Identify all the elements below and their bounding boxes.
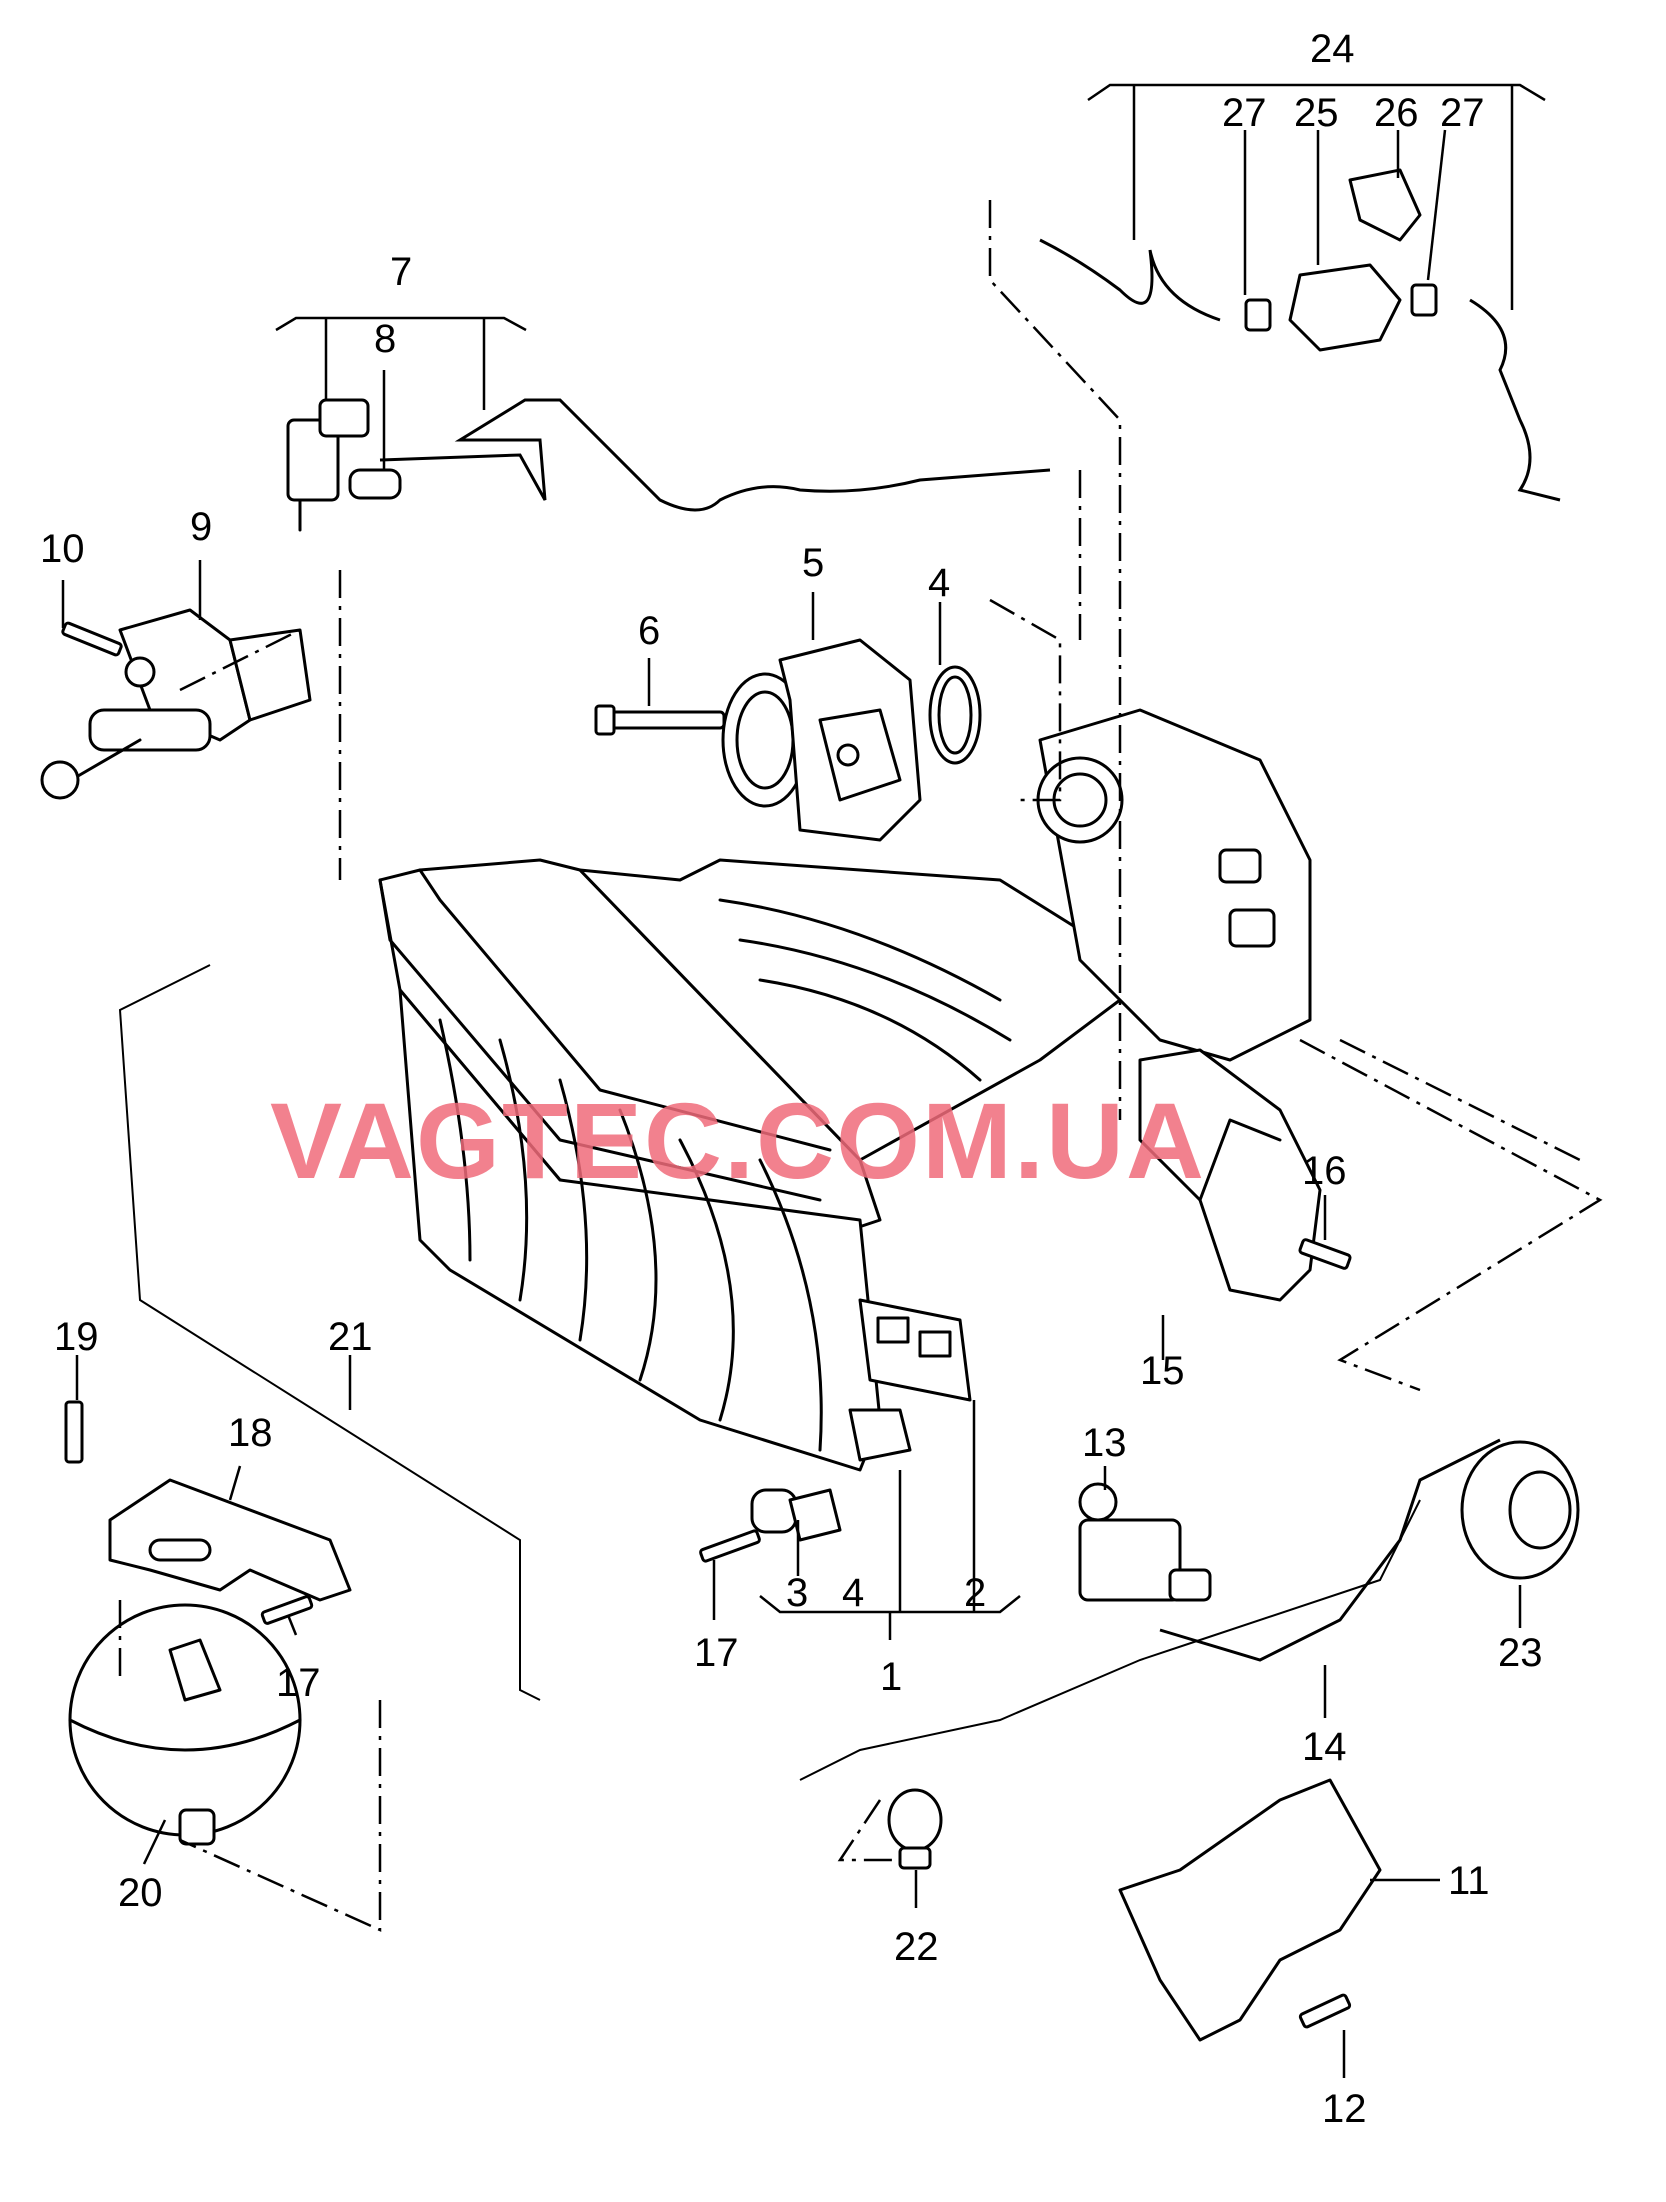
callout-24: 24 (1310, 27, 1355, 71)
watermark-text: VAGTEC.COM.UA (270, 1080, 1206, 1201)
callout-19: 19 (54, 1315, 99, 1359)
callout-6: 6 (638, 609, 660, 653)
solenoid-valve-13 (1078, 1482, 1212, 1602)
callout-3: 3 (786, 1571, 808, 1615)
callout-20: 20 (118, 1871, 163, 1915)
callout-1: 1 (880, 1655, 902, 1699)
leader-lines (61, 83, 1546, 2078)
callout-14: 14 (1302, 1725, 1347, 1769)
callout-5: 5 (802, 541, 824, 585)
callout-25: 25 (1294, 91, 1339, 135)
callout-17-left: 17 (276, 1661, 321, 1705)
screw-12 (1298, 1993, 1352, 2029)
vacuum-actuator (40, 608, 312, 800)
callout-12: 12 (1322, 2087, 1367, 2131)
bracket-11 (1118, 1778, 1382, 2042)
callout-16: 16 (1302, 1149, 1347, 1193)
callout-18: 18 (228, 1411, 273, 1455)
throttle-bolt (594, 704, 726, 736)
callout-11: 11 (1448, 1859, 1490, 1903)
screw-17-center (699, 1529, 761, 1563)
callout-4-top: 4 (928, 561, 950, 605)
connection-lines (118, 200, 1603, 1932)
manifold-sleeve (750, 1488, 842, 1542)
callout-23: 23 (1498, 1631, 1543, 1675)
callout-2: 2 (964, 1571, 986, 1615)
vacuum-pump (1460, 1440, 1580, 1580)
hose-line-14 (1159, 1438, 1501, 1662)
screw-17-left (260, 1595, 314, 1625)
breather-hose-assembly (1039, 168, 1561, 502)
vacuum-line-lower (799, 1499, 1421, 1781)
callout-27-right: 27 (1440, 91, 1485, 135)
bracket-18 (108, 1478, 352, 1602)
throttle-body (721, 638, 922, 842)
screw-19 (64, 1400, 84, 1464)
callout-labels: 24 27 25 26 27 7 8 9 10 5 4 6 16 15 19 2… (40, 27, 1543, 2131)
callout-7: 7 (390, 250, 412, 294)
screw-10 (61, 621, 123, 657)
callout-10: 10 (40, 527, 85, 571)
o-ring (928, 665, 982, 765)
intake-manifold (378, 708, 1322, 1472)
callout-9: 9 (190, 505, 212, 549)
callout-4-bottom: 4 (842, 1571, 864, 1615)
callout-17-center: 17 (694, 1631, 739, 1675)
vacuum-line-upper (379, 398, 1051, 512)
solenoid-valve (286, 398, 402, 532)
pressure-regulator-22 (887, 1788, 943, 1870)
screw-16 (1298, 1238, 1352, 1270)
callout-15: 15 (1140, 1349, 1185, 1393)
callout-27-left: 27 (1222, 91, 1267, 135)
callout-22: 22 (894, 1925, 939, 1969)
callout-26: 26 (1374, 91, 1419, 135)
callout-13: 13 (1082, 1421, 1127, 1465)
vacuum-reservoir (68, 1603, 302, 1846)
vacuum-line-21 (118, 964, 541, 1701)
callout-21: 21 (328, 1315, 373, 1359)
callout-8: 8 (374, 317, 396, 361)
